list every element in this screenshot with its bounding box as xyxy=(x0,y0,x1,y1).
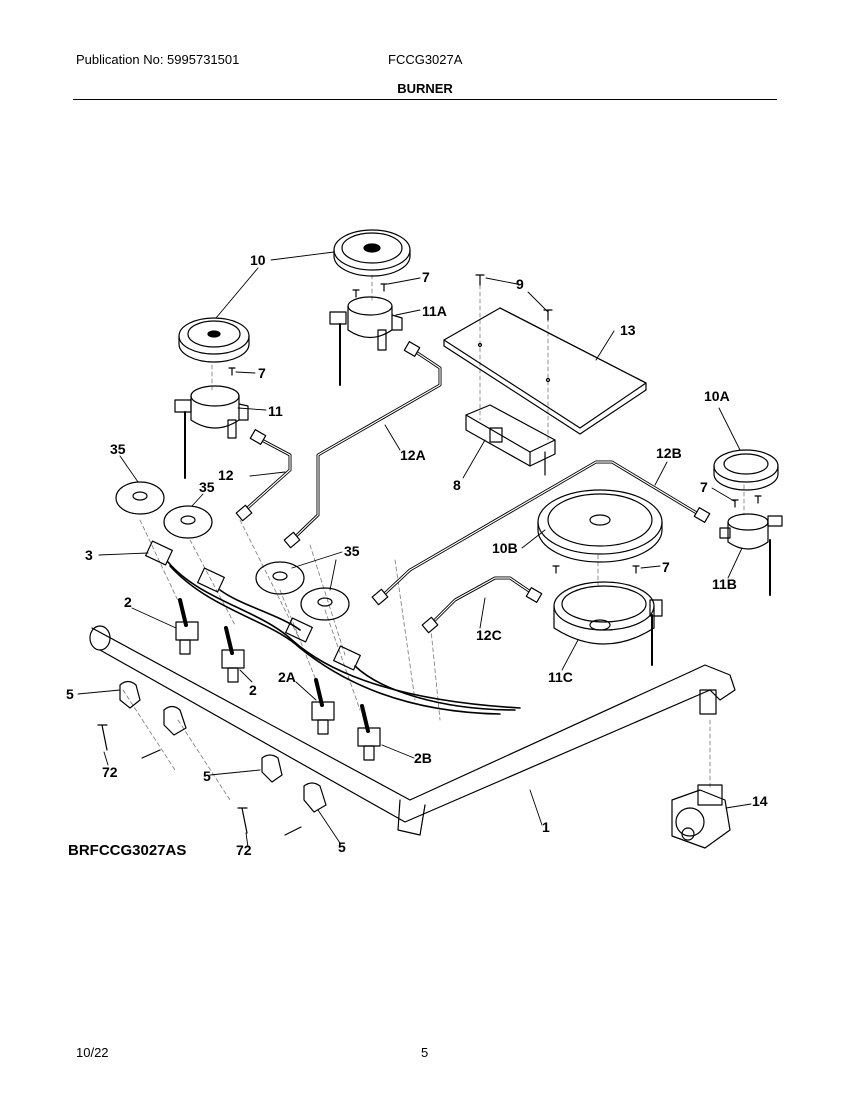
callout-35: 35 xyxy=(199,479,215,495)
publication-number: Publication No: 5995731501 xyxy=(76,52,240,67)
gas-tube-12A xyxy=(290,348,442,542)
burner-base-11A xyxy=(329,296,403,386)
screws-7 xyxy=(228,283,762,574)
callout-35: 35 xyxy=(344,543,360,559)
burner-cap-10B xyxy=(537,489,663,563)
callout-9: 9 xyxy=(516,276,524,292)
callout-10A: 10A xyxy=(704,388,730,404)
gas-tube-12A-inner xyxy=(291,349,441,541)
callout-7: 7 xyxy=(700,479,708,495)
burner-base-11B xyxy=(719,513,783,596)
screws-72 xyxy=(97,724,302,836)
screws-9 xyxy=(475,274,553,321)
callout-5: 5 xyxy=(338,839,346,855)
callout-11: 11 xyxy=(268,403,283,419)
callout-8: 8 xyxy=(453,477,461,493)
leader-lines xyxy=(77,251,752,848)
pressure-regulator-14 xyxy=(671,784,731,849)
callout-35: 35 xyxy=(110,441,126,457)
callout-7: 7 xyxy=(422,269,430,285)
gas-manifold-1 xyxy=(89,625,736,836)
callout-72: 72 xyxy=(102,764,118,780)
spark-module-8 xyxy=(465,404,556,476)
callout-10: 10 xyxy=(250,252,266,268)
callout-11B: 11B xyxy=(712,576,737,592)
ignition-switches-3 xyxy=(145,540,361,671)
callout-13: 13 xyxy=(620,322,636,338)
gas-valves xyxy=(175,598,381,761)
callout-72: 72 xyxy=(236,842,252,858)
callout-2: 2 xyxy=(124,594,132,610)
section-title: BURNER xyxy=(397,81,453,96)
callout-12A: 12A xyxy=(400,447,426,463)
burner-cap-10A xyxy=(713,449,779,491)
burner-base-11C xyxy=(553,581,663,666)
callout-10B: 10B xyxy=(492,540,518,556)
callout-11A: 11A xyxy=(422,303,447,319)
callout-14: 14 xyxy=(752,793,768,809)
callout-12C: 12C xyxy=(476,627,502,643)
tube-fittings xyxy=(235,341,711,634)
alignment-dashes xyxy=(122,274,745,801)
callout-7: 7 xyxy=(662,559,670,575)
callout-2A: 2A xyxy=(278,669,296,685)
clips-5 xyxy=(119,680,327,813)
callout-7: 7 xyxy=(258,365,266,381)
knob-seals-35 xyxy=(115,481,350,621)
footer-page-number: 5 xyxy=(421,1045,429,1060)
wire-harness xyxy=(167,561,521,715)
gas-tube-12 xyxy=(241,436,292,514)
callout-2B: 2B xyxy=(414,750,432,766)
burner-cap-10-left xyxy=(178,317,250,363)
callout-11C: 11C xyxy=(548,669,573,685)
callout-5: 5 xyxy=(66,686,74,702)
callout-1: 1 xyxy=(542,819,550,835)
callout-12B: 12B xyxy=(656,445,682,461)
burner-cap-10-top xyxy=(333,229,411,277)
footer-date: 10/22 xyxy=(76,1045,109,1060)
header-divider xyxy=(73,99,777,100)
burner-base-11 xyxy=(174,385,249,479)
callout-12: 12 xyxy=(218,467,234,483)
model-number: FCCG3027A xyxy=(388,52,463,67)
callout-5: 5 xyxy=(203,768,211,784)
callout-2: 2 xyxy=(249,682,257,698)
callout-3: 3 xyxy=(85,547,93,563)
heat-shield-13 xyxy=(443,307,647,435)
diagram-code: BRFCCG3027AS xyxy=(68,842,187,859)
